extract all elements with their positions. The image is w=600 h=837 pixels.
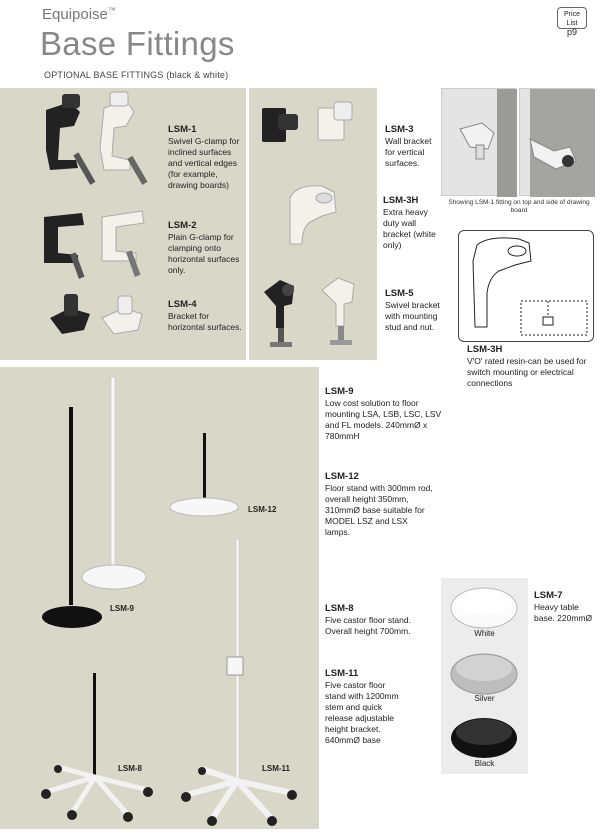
- lsm3h-image: [282, 178, 352, 248]
- lsm3-text: LSM-3 Wall bracket for vertical surfaces…: [385, 124, 432, 168]
- lsm11-image-label: LSM-11: [262, 764, 291, 773]
- drawing-board-photo-2: [519, 88, 595, 197]
- black-base-label: Black: [474, 759, 495, 768]
- brand-name: Equipoise™: [42, 6, 116, 23]
- lsm12-text: LSM-12 Floor stand with 300mm rod, overa…: [325, 471, 433, 537]
- lsm7-text: LSM-7 Heavy table base. 220mmØ: [534, 590, 593, 623]
- price-list-badge: Price List p9: [557, 7, 587, 37]
- lsm5-image: [258, 262, 368, 350]
- lsm2-image: [38, 205, 156, 285]
- table-bases-panel: [441, 578, 528, 774]
- lsm9-text: LSM-9 Low cost solution to floor mountin…: [325, 386, 442, 441]
- lsm3-image: [258, 98, 366, 148]
- lsm8-image-label: LSM-8: [118, 764, 142, 773]
- floor-stands-panel: [0, 367, 319, 829]
- lsm1-text: LSM-1 Swivel G-clamp for inclined surfac…: [168, 124, 240, 190]
- lsm4-image: [44, 290, 154, 342]
- drawing-board-photo-1: [441, 88, 517, 197]
- silver-base-label: Silver: [474, 694, 495, 703]
- lsm9-image-label: LSM-9: [110, 604, 134, 613]
- lsm11-text: LSM-11 Five castor floor stand with 1200…: [325, 668, 399, 745]
- lsm8-text: LSM-8 Five castor floor stand. Overall h…: [325, 603, 411, 636]
- lsm12-image-label: LSM-12: [248, 505, 277, 514]
- page-title: Base Fittings: [40, 25, 235, 62]
- lsm3h-drawing-box: [458, 230, 594, 342]
- lsm3h-drawing-text: LSM-3H V'O' rated resin-can be used for …: [467, 344, 587, 388]
- photo-caption: Showing LSM-1 fitting on top and side of…: [448, 199, 590, 214]
- lsm3h-text: LSM-3H Extra heavy duty wall bracket (wh…: [383, 195, 436, 250]
- lsm1-image: [34, 90, 154, 195]
- page-subtitle: OPTIONAL BASE FITTINGS (black & white): [44, 70, 229, 80]
- white-base-label: White: [474, 629, 495, 638]
- lsm2-text: LSM-2 Plain G-clamp for clamping onto ho…: [168, 220, 240, 275]
- lsm5-text: LSM-5 Swivel bracket with mounting stud …: [385, 288, 440, 332]
- lsm4-text: LSM-4 Bracket for horizontal surfaces.: [168, 299, 242, 332]
